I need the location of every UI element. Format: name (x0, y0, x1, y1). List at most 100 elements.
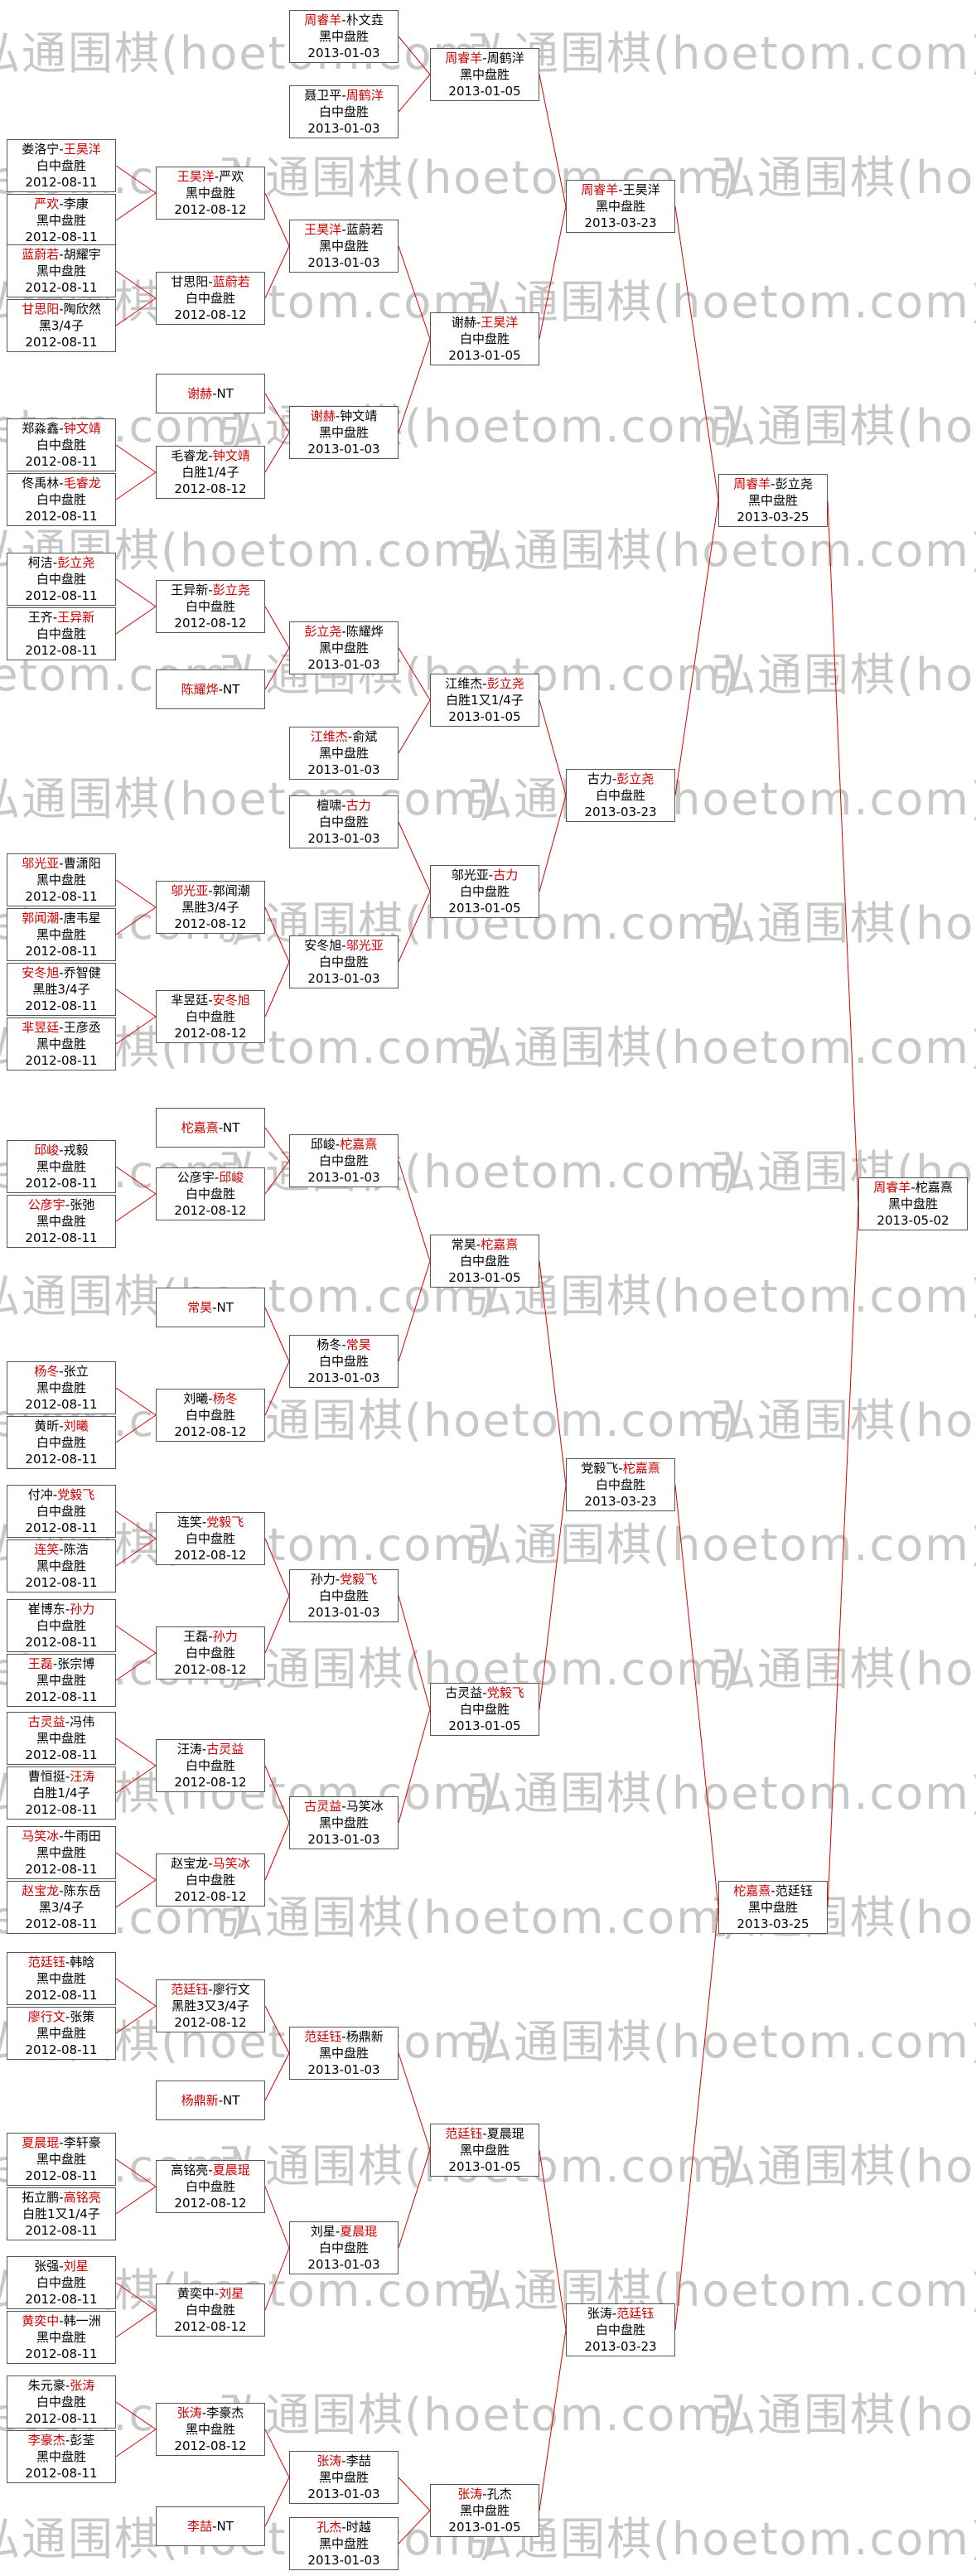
connector-line (115, 1765, 157, 1794)
match-result: 白中盘胜 (459, 1254, 510, 1269)
match-result: 黑中盘胜 (36, 927, 86, 942)
match-players: 王异新-彭立尧 (171, 582, 250, 597)
player1-name: 周睿羊 (581, 182, 619, 197)
match-result: 黑中盘胜 (36, 2026, 86, 2041)
player2-name: 彭立尧 (212, 582, 250, 597)
player1-name: 邬光亚 (451, 868, 489, 882)
match-result: 黑中盘胜 (185, 2422, 235, 2437)
match-result: 黑中盘胜 (459, 2143, 510, 2158)
match-result: 白中盘胜 (185, 1408, 235, 1423)
player1-name: 范廷钰 (445, 2126, 483, 2141)
player2-name: 古力 (345, 798, 371, 813)
player1-name: 付冲 (27, 1487, 53, 1502)
match-date: 2013-01-05 (448, 1718, 521, 1733)
match-players: 古灵益-党毅飞 (445, 1685, 524, 1700)
player1-name: 张强 (34, 2259, 60, 2274)
connector-line (539, 1484, 567, 1710)
player1-name: 李喆 (187, 2519, 213, 2534)
watermark-text: 弘通围棋(hoetom.com) (467, 1519, 976, 1571)
player2-name: 牛雨田 (63, 1829, 101, 1844)
